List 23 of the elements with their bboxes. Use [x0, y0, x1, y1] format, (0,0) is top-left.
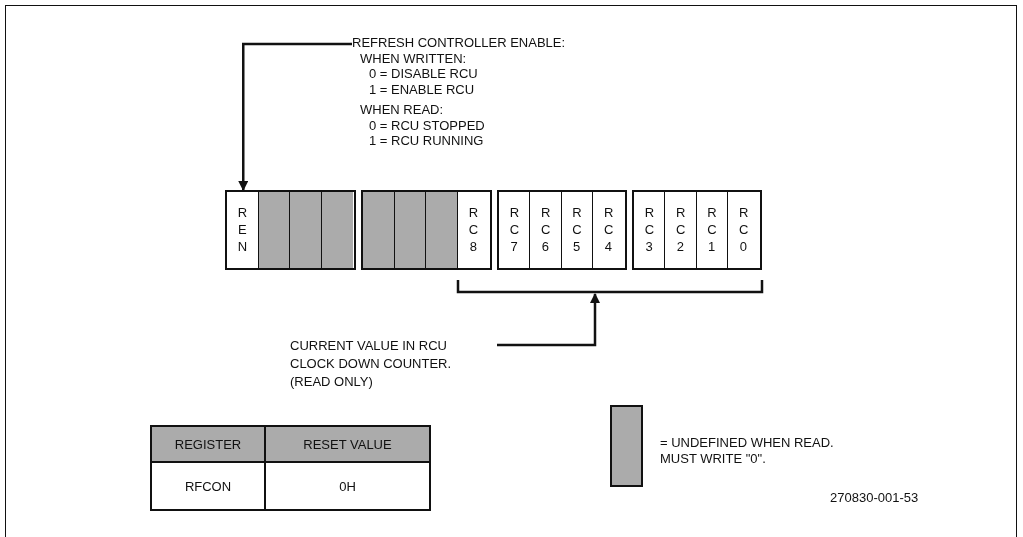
bracket	[456, 280, 764, 294]
header-cell: RESET VALUE	[265, 426, 430, 462]
table-cell: 0H	[265, 462, 430, 510]
field-description: 1 = ENABLE RCU	[368, 81, 476, 97]
leader-arrow	[497, 293, 600, 347]
table-cell: RFCON	[151, 462, 265, 510]
header-cell: REGISTER	[151, 426, 265, 462]
field-description: CURRENT VALUE IN RCU CLOCK DOWN COUNTER. (READ ONLY)	[290, 337, 490, 391]
field-description: 1 = RCU RUNNING	[368, 133, 485, 149]
leader-arrow	[238, 42, 352, 191]
undefined-bit-cell	[290, 192, 322, 268]
field-description: 0 = RCU STOPPED	[368, 117, 486, 133]
legend-text: = UNDEFINED WHEN READ. MUST WRITE "0".	[660, 435, 835, 467]
field-title: REFRESH CONTROLLER ENABLE:	[352, 35, 566, 51]
undefined-bit-cell	[363, 192, 395, 268]
undefined-bit-cell	[426, 192, 458, 268]
field-description: WHEN READ:	[359, 102, 445, 118]
field-description: WHEN WRITTEN:	[359, 50, 468, 66]
field-description: 0 = DISABLE RCU	[368, 66, 479, 82]
figure-number: 270830-001-53	[830, 490, 919, 505]
undefined-bit-cell	[258, 192, 290, 268]
undefined-bit-cell	[321, 192, 353, 268]
undefined-bit-cell	[394, 192, 426, 268]
